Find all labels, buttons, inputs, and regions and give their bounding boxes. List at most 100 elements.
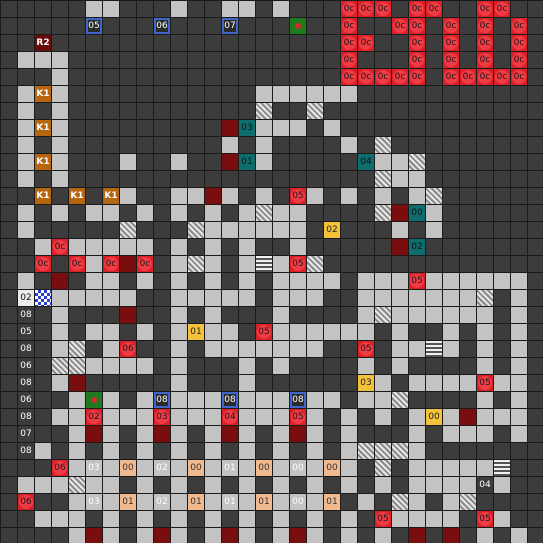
teal-token[interactable]: 02 (409, 239, 425, 255)
enemy-token[interactable]: 0c (341, 52, 357, 68)
enemy-token[interactable]: 0c (511, 18, 527, 34)
enemy-token[interactable]: 06 (18, 494, 34, 510)
key-token[interactable]: 02 (324, 222, 340, 238)
enemy-token[interactable]: 0c (477, 18, 493, 34)
enemy-token[interactable]: 0c (477, 52, 493, 68)
hero-token[interactable]: K1 (35, 86, 51, 102)
enemy-token[interactable]: 05 (477, 511, 493, 527)
enemy-token[interactable]: 0c (409, 1, 425, 17)
enemy-token[interactable]: 0c (477, 69, 493, 85)
enemy-token[interactable]: 05 (256, 324, 272, 340)
enemy-token[interactable]: 0c (443, 52, 459, 68)
enemy-token[interactable]: 06 (52, 460, 68, 476)
enemy-token[interactable]: 0c (341, 18, 357, 34)
enemy-token[interactable]: 0c (341, 35, 357, 51)
switch-icon[interactable] (86, 392, 102, 408)
teal-token[interactable]: 01 (239, 154, 255, 170)
key-token[interactable]: 03 (358, 375, 374, 391)
enemy-token[interactable]: 0c (443, 18, 459, 34)
hero-token[interactable]: K1 (103, 188, 119, 204)
item-token[interactable]: 00 (188, 460, 204, 476)
enemy-token[interactable]: 0c (460, 69, 476, 85)
enemy-token[interactable]: 0c (477, 1, 493, 17)
stairs-icon[interactable] (494, 460, 510, 476)
enemy-token[interactable]: 05 (375, 511, 391, 527)
enemy-token[interactable]: 05 (409, 273, 425, 289)
stairs-icon[interactable] (426, 341, 442, 357)
hero-token[interactable]: K1 (35, 154, 51, 170)
enemy-token[interactable]: 05 (290, 409, 306, 425)
enemy-token[interactable]: 0c (35, 256, 51, 272)
item-token[interactable]: 00 (120, 460, 136, 476)
enemy-token[interactable]: 04 (222, 409, 238, 425)
floor-tile (307, 341, 323, 357)
enemy-token[interactable]: 0c (341, 69, 357, 85)
token-label: 05 (291, 257, 305, 271)
enemy-token[interactable]: 0c (69, 256, 85, 272)
teal-token[interactable]: 00 (409, 205, 425, 221)
enemy-token[interactable]: 0c (375, 1, 391, 17)
goal-flag-icon[interactable] (35, 290, 51, 306)
enemy-token[interactable]: 0c (511, 35, 527, 51)
token-label: 0c (138, 257, 152, 271)
enemy-token[interactable]: 0c (137, 256, 153, 272)
enemy-token[interactable]: 0c (358, 35, 374, 51)
switch-icon[interactable] (290, 18, 306, 34)
enemy-token[interactable]: 0c (341, 1, 357, 17)
enemy-token[interactable]: 0c (409, 52, 425, 68)
floor-tile (103, 1, 119, 17)
enemy-token[interactable]: 05 (477, 375, 493, 391)
enemy-token[interactable]: 05 (290, 256, 306, 272)
door-token[interactable]: 07 (222, 18, 238, 34)
enemy-token[interactable]: 0c (392, 18, 408, 34)
floor-tile (171, 528, 187, 543)
enemy-token[interactable]: 0c (409, 69, 425, 85)
enemy-token[interactable]: 0c (443, 69, 459, 85)
enemy-token[interactable]: 0c (477, 35, 493, 51)
enemy-token[interactable]: 0c (443, 35, 459, 51)
enemy-token[interactable]: 0c (494, 69, 510, 85)
enemy-token[interactable]: 02 (86, 409, 102, 425)
door-token[interactable]: 08 (154, 392, 170, 408)
enemy-token[interactable]: 06 (120, 341, 136, 357)
enemy-token[interactable]: 03 (154, 409, 170, 425)
enemy-token[interactable]: 0c (409, 18, 425, 34)
enemy-token[interactable]: 0c (426, 1, 442, 17)
item-token[interactable]: 01 (120, 494, 136, 510)
floor-tile (103, 426, 119, 442)
enemy-token[interactable]: 0c (358, 1, 374, 17)
item-token[interactable]: 01 (324, 494, 340, 510)
enemy-token[interactable]: 05 (358, 341, 374, 357)
item-token[interactable]: 01 (188, 494, 204, 510)
item-token[interactable]: 00 (256, 460, 272, 476)
stairs-icon[interactable] (256, 256, 272, 272)
floor-tile (273, 460, 289, 476)
enemy-token[interactable]: 0c (358, 69, 374, 85)
enemy-token[interactable]: 0c (409, 35, 425, 51)
enemy-token[interactable]: 0c (375, 69, 391, 85)
door-token[interactable]: 08 (222, 392, 238, 408)
hero-token[interactable]: K1 (69, 188, 85, 204)
enemy-token[interactable]: 0c (494, 1, 510, 17)
enemy-token[interactable]: 0c (52, 239, 68, 255)
enemy-token[interactable]: 05 (290, 188, 306, 204)
enemy-token[interactable]: 0c (392, 69, 408, 85)
door-token[interactable]: 06 (154, 18, 170, 34)
enemy-token[interactable]: 0c (511, 52, 527, 68)
item-token[interactable]: 00 (324, 460, 340, 476)
hero-token[interactable]: K1 (35, 188, 51, 204)
key-token[interactable]: 01 (188, 324, 204, 340)
teal-token[interactable]: 03 (239, 120, 255, 136)
hero-token[interactable]: K1 (35, 120, 51, 136)
teal-token[interactable]: 04 (358, 154, 374, 170)
enemy-token[interactable]: 0c (511, 69, 527, 85)
item-token[interactable]: 01 (256, 494, 272, 510)
trap-tile (222, 120, 238, 136)
door-token[interactable]: 05 (86, 18, 102, 34)
enemy-token[interactable]: 0c (103, 256, 119, 272)
key-token[interactable]: 00 (426, 409, 442, 425)
counter-token[interactable]: 02 (18, 290, 34, 306)
player-token[interactable]: R2 (35, 35, 51, 51)
door-token[interactable]: 08 (290, 392, 306, 408)
